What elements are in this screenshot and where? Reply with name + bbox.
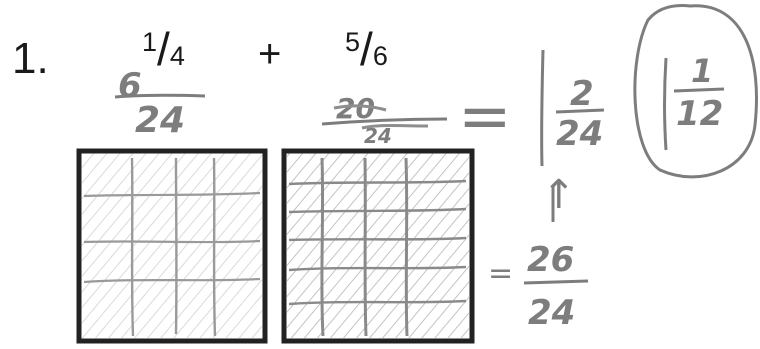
side-answer-prefix: =	[488, 256, 514, 291]
simplified-vertical-bar	[663, 57, 668, 151]
plus-sign: +	[258, 32, 282, 76]
fraction-model-grid-1	[76, 148, 268, 344]
fraction-2-numerator: 5	[345, 27, 361, 57]
grid-2-horizontal-lines	[288, 179, 467, 306]
fraction-1-numerator: 1	[142, 27, 158, 57]
simplified-denominator: 12	[676, 94, 724, 134]
printed-fraction-1: 1/4	[142, 26, 185, 72]
fraction-1-slash: /	[157, 23, 170, 75]
fraction-2-slash: /	[360, 23, 373, 75]
fraction-2-denominator: 6	[372, 41, 388, 71]
answer-circle	[633, 4, 758, 179]
grid-2-vertical-lines	[320, 157, 409, 337]
conversion-2-denominator: 24	[364, 124, 392, 148]
side-answer-denominator: 24	[528, 293, 576, 333]
conversion-2-numerator: 20	[336, 92, 375, 125]
up-arrow: ↑	[542, 172, 576, 218]
result-denominator: 24	[556, 114, 604, 154]
grid-1-vertical-lines	[130, 157, 217, 337]
equals-sign: =	[458, 80, 512, 154]
side-answer-numerator: 26	[527, 240, 575, 280]
grid-2-border	[281, 148, 475, 344]
fraction-model-grid-2	[281, 148, 475, 344]
grid-1-horizontal-lines	[83, 191, 261, 284]
result-vertical-bar	[540, 49, 545, 167]
printed-fraction-2: 5/6	[345, 26, 388, 72]
simplified-numerator: 1	[691, 52, 714, 90]
grid-1-shading	[82, 152, 262, 338]
fraction-1-denominator: 4	[169, 41, 185, 71]
grid-2-shading	[287, 152, 469, 338]
grid-1-border	[76, 148, 268, 344]
conversion-1-denominator: 24	[135, 100, 186, 141]
side-answer-fraction-bar	[523, 279, 589, 285]
problem-number: 1.	[12, 34, 49, 83]
result-numerator: 2	[570, 74, 594, 114]
